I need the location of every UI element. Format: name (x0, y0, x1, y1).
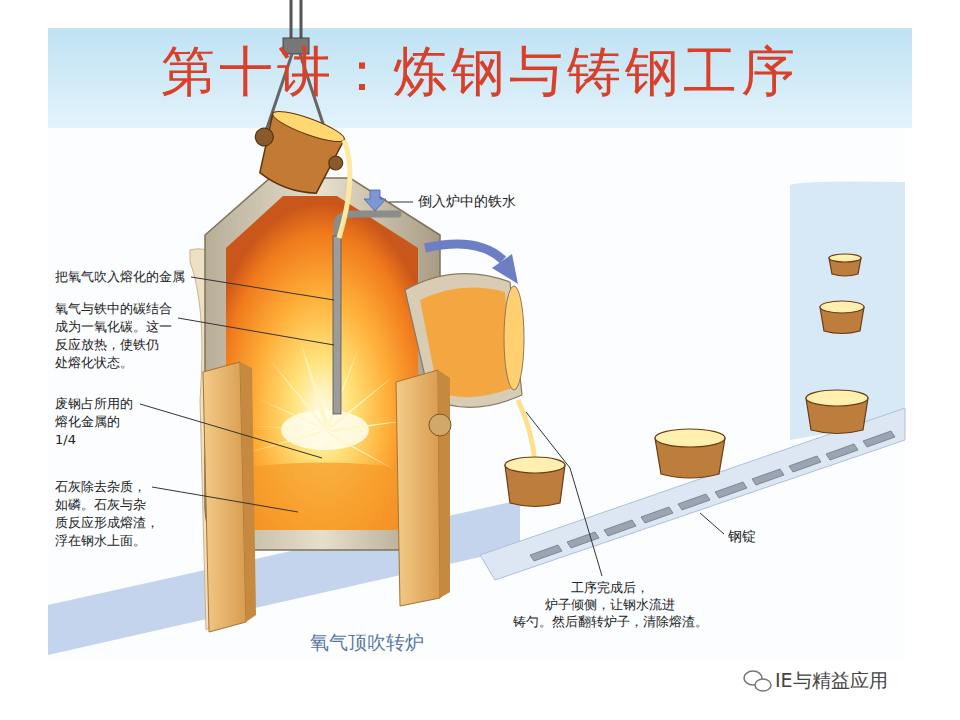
ingot-molds (789, 456, 821, 472)
support-pedestals (438, 370, 450, 598)
ingot-molds (641, 507, 673, 523)
crane-ladle (290, 0, 293, 40)
leader-lines (140, 202, 724, 576)
text-anchor: 氧气与铁中的碳结合 成为一氧化碳。这一 反应放热，使铁仍 处熔化状态。 (55, 300, 195, 372)
text-anchor: 把氧气吹入熔化的金属 (55, 268, 185, 286)
leader-lines (526, 412, 602, 576)
callout-note: 石灰除去杂质， 如磷。石灰与杂 质反应形成熔渣， 浮在钢水上面。 (55, 478, 195, 550)
leader-lines (152, 487, 298, 512)
converter-vessel (228, 463, 416, 531)
ingot-molds (530, 545, 562, 561)
text-anchor: 废钢占所用的 熔化金属的 1/4 (55, 395, 195, 449)
slide-title: 第十讲：炼钢与铸钢工序 (0, 40, 960, 104)
crane-ladle (253, 125, 276, 148)
leader-lines (191, 277, 334, 300)
converter-vessel (226, 196, 418, 530)
callout-note: 氧气与铁中的碳结合 成为一氧化碳。这一 反应放热，使铁仍 处熔化状态。 (55, 300, 195, 372)
oxygen-lance (333, 214, 398, 414)
support-pedestals (240, 362, 256, 622)
converter-vessel (240, 340, 410, 470)
text-anchor: IE与精益应用 (775, 668, 888, 692)
support-pedestals (429, 414, 451, 436)
callout-note: 废钢占所用的 熔化金属的 1/4 (55, 395, 195, 449)
crane-ladle (270, 106, 347, 147)
casting-ladles (820, 301, 864, 313)
pour-arrow (364, 190, 386, 211)
ingot-molds (678, 494, 710, 510)
text-anchor: 石灰除去杂质， 如磷。石灰与杂 质反应形成熔渣， 浮在钢水上面。 (55, 478, 195, 550)
leader-lines (700, 513, 724, 534)
pour-arrow (364, 190, 386, 211)
part-label: 钢锭 (728, 527, 756, 545)
ingot-molds (826, 444, 858, 460)
leader-lines (140, 404, 322, 458)
casting-ladles (505, 254, 868, 507)
background (48, 28, 912, 658)
tilted-converter (504, 286, 524, 390)
support-pedestals (203, 362, 451, 632)
casting-ladles (829, 254, 861, 262)
watermark-icon (755, 679, 771, 691)
ingot-molds (530, 431, 895, 561)
ingot-molds (863, 431, 895, 447)
tilted-converter (518, 400, 535, 462)
text-anchor: 第十讲：炼钢与铸钢工序 (0, 40, 960, 104)
ingot-molds (567, 532, 599, 548)
crane-ladle (327, 154, 345, 172)
callout-label: 倒入炉中的铁水 (418, 192, 516, 210)
text-anchor: 倒入炉中的铁水 (418, 192, 516, 210)
casting-ladles (806, 390, 868, 406)
tilted-converter (425, 244, 503, 260)
casting-ladles (505, 457, 565, 473)
text-anchor: 钢锭 (728, 527, 756, 545)
ingot-molds (752, 469, 784, 485)
text-anchor: 工序完成后， 炉子倾侧，让钢水流进 铸勺。然后翻转炉子，清除熔渣。 (505, 579, 715, 630)
figure-caption: 氧气顶吹转炉 (310, 630, 424, 654)
crane-ladle (339, 140, 350, 238)
crane-ladle (242, 103, 353, 203)
support-pedestals (396, 370, 440, 606)
text-anchor: 氧气顶吹转炉 (310, 630, 424, 654)
ingot-molds (715, 482, 747, 498)
casting-ladles (655, 429, 725, 447)
watermark-icon (744, 671, 771, 691)
crane-ladle (242, 0, 353, 238)
crane-ladle (300, 0, 303, 40)
watermark: IE与精益应用 (775, 668, 888, 692)
oxygen-lance (333, 236, 341, 414)
callout-note: 工序完成后， 炉子倾侧，让钢水流进 铸勺。然后翻转炉子，清除熔渣。 (505, 579, 715, 630)
background (790, 181, 905, 440)
callout-label: 把氧气吹入熔化的金属 (55, 268, 185, 286)
leader-lines (389, 202, 413, 203)
background (48, 128, 905, 658)
ingot-molds (604, 520, 636, 536)
leader-lines (178, 318, 334, 345)
